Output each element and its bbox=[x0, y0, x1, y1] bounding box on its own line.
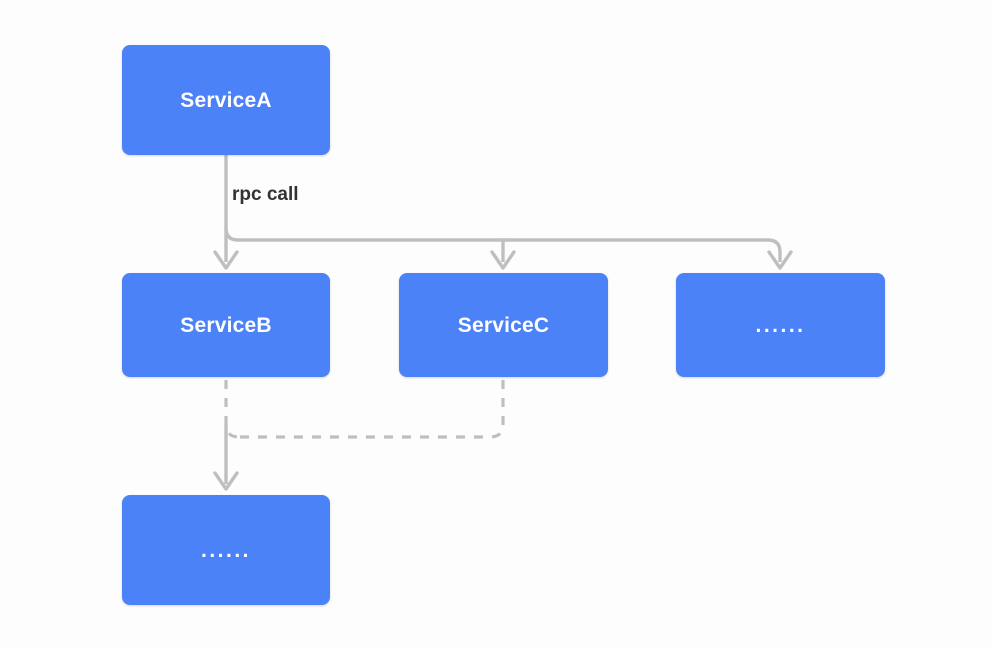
node-serviceA-label: ServiceA bbox=[180, 88, 272, 112]
node-more-top-label: ...... bbox=[755, 313, 806, 337]
edge-c-to-more bbox=[239, 380, 505, 439]
node-serviceC[interactable]: ServiceC bbox=[399, 273, 608, 377]
edge-rpc-call-trunk bbox=[213, 155, 239, 270]
edge-a-to-more bbox=[503, 238, 793, 270]
node-serviceB-label: ServiceB bbox=[180, 313, 272, 337]
edge-a-to-c bbox=[224, 227, 516, 270]
node-more-top[interactable]: ...... bbox=[676, 273, 885, 377]
node-more-bottom-label: ...... bbox=[200, 538, 251, 562]
edge-b-to-more bbox=[224, 380, 240, 439]
node-more-bottom[interactable]: ...... bbox=[122, 495, 330, 605]
node-serviceB[interactable]: ServiceB bbox=[122, 273, 330, 377]
edge-junction-to-more-bottom bbox=[213, 424, 239, 491]
node-serviceA[interactable]: ServiceA bbox=[122, 45, 330, 155]
node-serviceC-label: ServiceC bbox=[457, 313, 550, 337]
edge-label-rpc-call: rpc call bbox=[232, 184, 299, 205]
